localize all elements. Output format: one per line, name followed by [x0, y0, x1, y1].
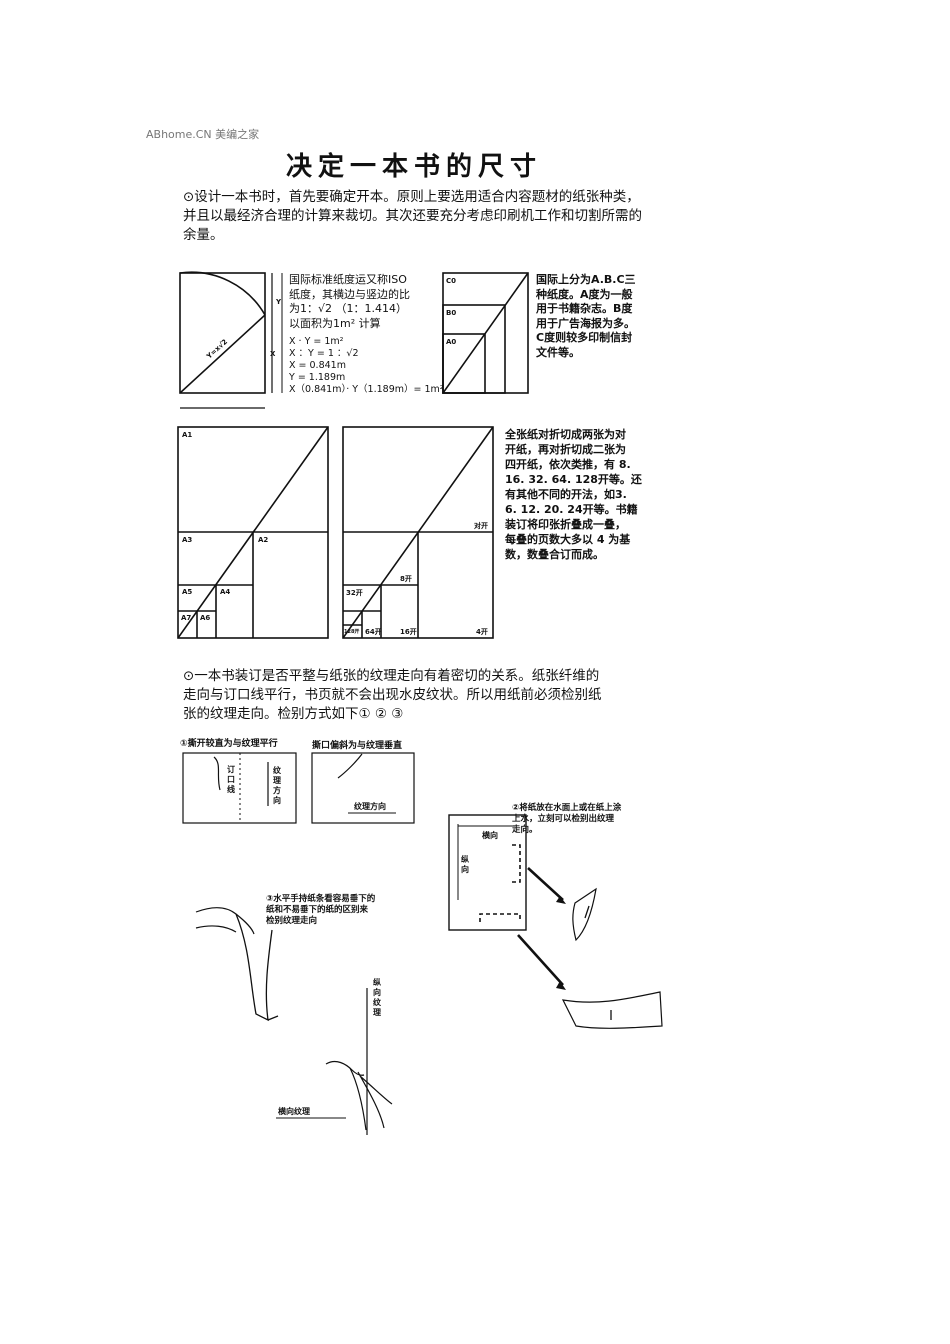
k16-label: 16开	[400, 628, 417, 636]
dingkou-label: 订口线	[227, 765, 235, 794]
a4-label: A4	[220, 588, 231, 596]
vertical-grain-label: 纵向纹理	[373, 978, 381, 1017]
abc-text: 国际上分为A.B.C三种纸度。A度为一般用于书籍杂志。B度 用于广告海报为多。C…	[536, 273, 636, 359]
k64-label: 64开	[365, 628, 382, 636]
iso-y-label: Y	[276, 298, 282, 306]
b0-label: B0	[446, 309, 457, 317]
a0-label: A0	[446, 338, 457, 346]
a0-rect	[442, 333, 486, 394]
method2-sheet	[448, 814, 527, 931]
method1b-caption: 撕口偏斜为与纹理垂直	[312, 741, 403, 751]
iso-rect	[179, 272, 266, 394]
iso-x-label: X	[270, 350, 276, 358]
a1-label: A1	[182, 431, 193, 439]
intro-paragraph: ⊙设计一本书时，首先要确定开本。原则上要选用适合内容题材的纸张种类，并且以最经济…	[183, 189, 642, 243]
k8-label: 8开	[400, 575, 412, 583]
grain-paragraph: ⊙一本书装订是否平整与纸张的纹理走向有着密切的关系。纸张纤维的走向与订口线平行，…	[183, 668, 602, 722]
k32-label: 32开	[346, 589, 363, 597]
iso-diagonal	[179, 314, 266, 394]
page-title: 决定一本书的尺寸	[286, 152, 543, 182]
a6-label: A6	[200, 614, 211, 622]
method2-caption: ②将纸放在水面上或在纸上涂上水，立刻可以检别出纹理走向。	[512, 803, 622, 835]
a3-label: A3	[182, 536, 193, 544]
method1-direction: 纹理方向	[273, 766, 281, 805]
method1b-direction: 纹理方向	[354, 802, 386, 811]
a7-label: A7	[181, 614, 192, 622]
method3-caption: ③水平手持纸条看容易垂下的纸和不易垂下的纸的区别来检别纹理走向	[266, 894, 376, 926]
abc-diagonal	[442, 272, 529, 394]
heng-label: 横向	[482, 831, 498, 840]
fold-text: 全张纸对折切成两张为对开纸，再对折切成二张为四开纸，依次类推，有 8. 16. …	[505, 428, 642, 561]
k2-label: 对开	[474, 522, 488, 530]
horizontal-grain-label: 横向纹理	[278, 1107, 310, 1116]
k128-label: 128开	[344, 629, 360, 635]
watermark: ABhome.CN 美编之家	[146, 128, 260, 141]
c0-label: C0	[446, 277, 457, 285]
method1-caption: ①撕开较直为与纹理平行	[180, 739, 278, 749]
iso-arc	[179, 271, 266, 316]
a5-label: A5	[182, 588, 193, 596]
k4-label: 4开	[476, 628, 488, 636]
a2-label: A2	[258, 536, 269, 544]
zong-label: 纵向	[461, 855, 469, 874]
method1b-sheet	[311, 752, 415, 824]
